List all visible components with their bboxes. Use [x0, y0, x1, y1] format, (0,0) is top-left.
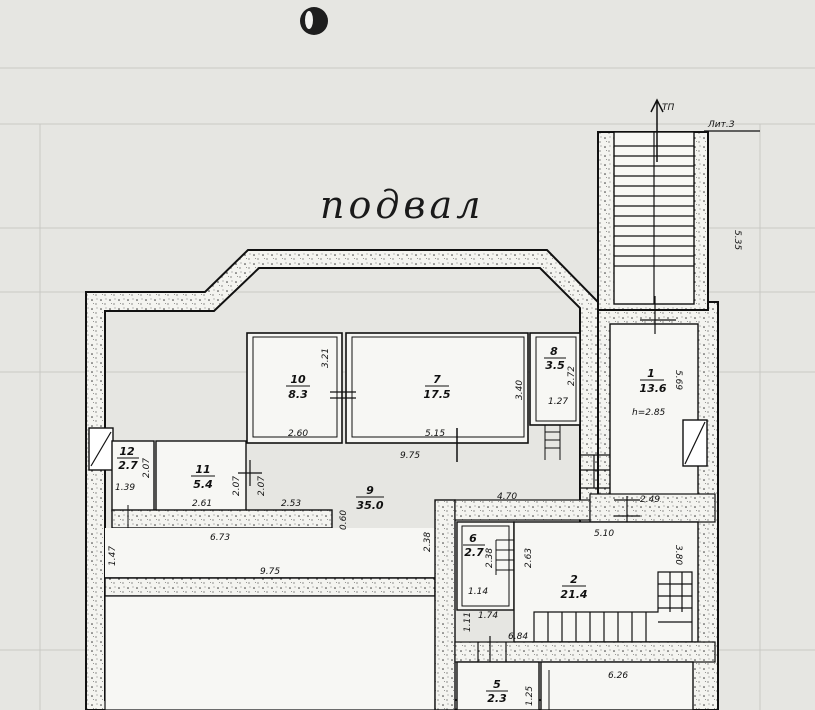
svg-text:1.27: 1.27 — [548, 397, 568, 407]
svg-text:1.14: 1.14 — [468, 587, 488, 597]
inner-wall-lower — [104, 577, 436, 597]
svg-text:2.49: 2.49 — [640, 495, 660, 505]
svg-text:7: 7 — [433, 373, 441, 386]
svg-text:1.74: 1.74 — [478, 611, 498, 621]
svg-text:3.5: 3.5 — [545, 359, 565, 372]
svg-text:5.69: 5.69 — [673, 370, 683, 390]
door-room1-room2 — [614, 496, 640, 526]
svg-text:8.3: 8.3 — [288, 388, 308, 401]
plan-title: подвал — [320, 183, 484, 227]
svg-text:2.7: 2.7 — [464, 546, 484, 559]
svg-text:10: 10 — [290, 373, 306, 386]
svg-text:2: 2 — [570, 573, 578, 586]
stair-treads — [614, 132, 694, 304]
svg-text:1.25: 1.25 — [525, 686, 535, 706]
inner-wall-r2-bottom — [454, 641, 716, 663]
inner-wall-r9 — [454, 499, 591, 521]
svg-text:5.4: 5.4 — [193, 478, 213, 491]
passage-room9-room1 — [580, 454, 610, 489]
room6-steps — [495, 539, 514, 575]
svg-text:2.3: 2.3 — [487, 692, 507, 705]
stair-length: 5.35 — [732, 230, 742, 250]
svg-text:12: 12 — [119, 445, 135, 458]
svg-text:6.26: 6.26 — [608, 671, 628, 681]
room-label-12: 12 2.7 — [117, 445, 139, 472]
room-label-10: 10 8.3 — [286, 373, 310, 401]
svg-text:1: 1 — [647, 367, 655, 380]
svg-text:6: 6 — [469, 532, 477, 545]
svg-text:2.53: 2.53 — [281, 499, 301, 509]
svg-text:2.07: 2.07 — [257, 476, 267, 496]
svg-text:35.0: 35.0 — [356, 499, 383, 512]
svg-text:1.39: 1.39 — [115, 483, 135, 493]
svg-text:9: 9 — [366, 484, 374, 497]
svg-text:17.5: 17.5 — [423, 388, 450, 401]
svg-text:3.80: 3.80 — [673, 545, 683, 565]
corner-label: Лит.З — [707, 120, 735, 130]
room-label-6: 6 2.7 — [463, 532, 485, 559]
svg-text:2.63: 2.63 — [524, 548, 534, 568]
svg-text:9.75: 9.75 — [260, 567, 280, 577]
svg-text:8: 8 — [550, 345, 558, 358]
svg-text:1.11: 1.11 — [463, 612, 473, 632]
room-label-9: 9 35.0 — [356, 484, 384, 512]
svg-text:2.72: 2.72 — [567, 366, 577, 386]
svg-text:0.60: 0.60 — [339, 510, 349, 530]
svg-text:2.38: 2.38 — [423, 532, 433, 552]
door-room1-top — [640, 296, 676, 334]
svg-text:21.4: 21.4 — [560, 588, 587, 601]
punch-hole — [300, 7, 328, 35]
room8-steps — [544, 425, 561, 460]
dimension-labels: 2.60 3.21 5.15 3.40 2.72 1.27 5.69 2.49 … — [108, 348, 683, 706]
svg-text:6.84: 6.84 — [508, 632, 528, 642]
door-room11-9 — [238, 460, 262, 486]
svg-text:2.60: 2.60 — [288, 429, 308, 439]
room1-height: h=2.85 — [632, 408, 666, 418]
svg-text:5.15: 5.15 — [425, 429, 445, 439]
svg-text:13.6: 13.6 — [639, 382, 666, 395]
svg-text:2.07: 2.07 — [142, 458, 152, 478]
svg-text:3.21: 3.21 — [321, 348, 331, 368]
svg-text:2.7: 2.7 — [118, 459, 138, 472]
room-label-8: 8 3.5 — [544, 345, 566, 372]
svg-text:2.61: 2.61 — [192, 499, 212, 509]
room-label-7: 7 17.5 — [423, 373, 450, 401]
stair-arrow-icon — [650, 98, 664, 162]
svg-text:2.07: 2.07 — [232, 476, 242, 496]
room-label-5: 5 2.3 — [486, 678, 508, 705]
stair-mark: ТП — [662, 103, 674, 113]
door-room10-7 — [330, 391, 356, 399]
svg-text:5.10: 5.10 — [594, 529, 614, 539]
svg-text:5: 5 — [493, 678, 501, 691]
room-label-11: 11 5.4 — [191, 463, 215, 491]
partition-strip — [111, 509, 333, 529]
svg-text:6.73: 6.73 — [210, 533, 230, 543]
svg-text:9.75: 9.75 — [400, 451, 420, 461]
svg-text:4.70: 4.70 — [497, 492, 517, 502]
room-label-2: 2 21.4 — [560, 573, 587, 601]
svg-text:11: 11 — [195, 463, 210, 476]
svg-text:2.38: 2.38 — [485, 548, 495, 568]
svg-text:3.40: 3.40 — [515, 380, 525, 400]
inner-wall-vertical — [434, 499, 456, 710]
room-label-1: 1 13.6 — [639, 367, 666, 395]
svg-text:1.47: 1.47 — [108, 546, 118, 566]
